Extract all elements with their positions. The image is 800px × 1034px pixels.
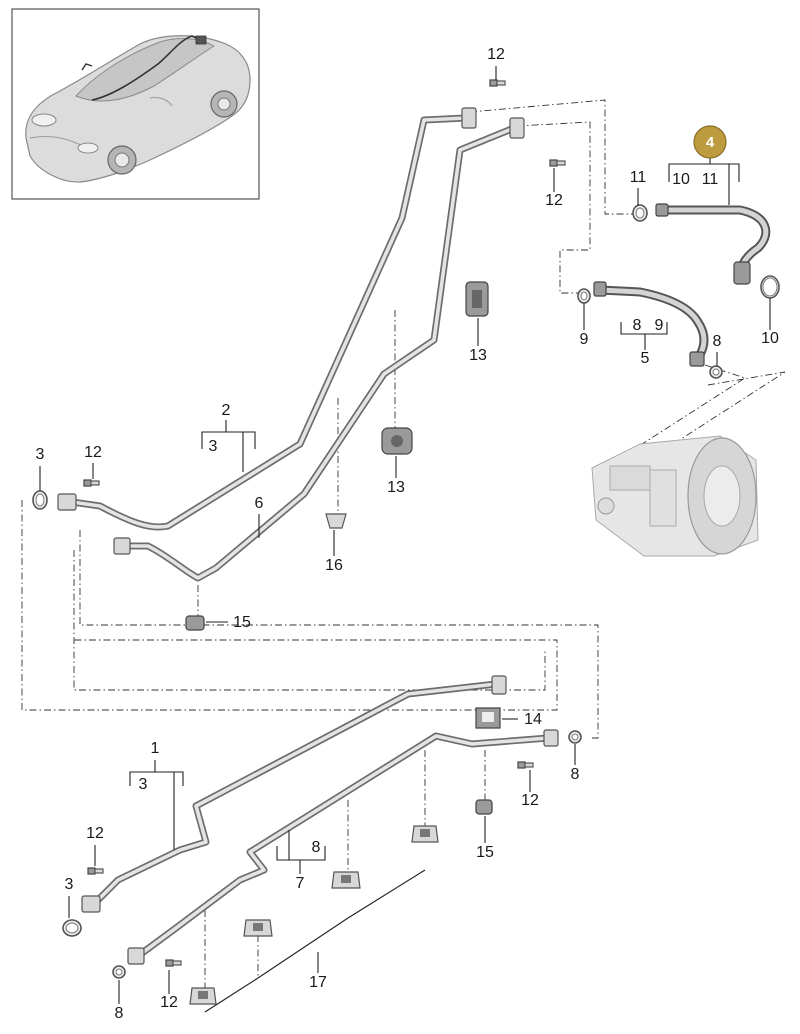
callout-c8e[interactable]: 8 [115,1005,124,1022]
callout-c12e[interactable]: 12 [86,825,104,842]
hose-4 [655,203,771,285]
part-4-badge[interactable]: 4 [693,125,727,159]
callout-c5[interactable]: 5 [641,350,650,367]
callout-c3b[interactable]: 3 [36,446,45,463]
callout-c15a[interactable]: 15 [233,614,251,631]
ring-8b [568,730,582,744]
callout-c8a[interactable]: 8 [633,317,642,334]
callout-c8d[interactable]: 8 [312,839,321,856]
callout-c11[interactable]: 11 [630,169,647,186]
pipe-6 [113,117,525,582]
part-15a [185,615,205,631]
part-15b [475,799,493,815]
callout-c14[interactable]: 14 [524,711,542,728]
callout-c12b[interactable]: 12 [545,192,563,209]
part-14 [475,707,501,729]
vehicle-inset [11,8,260,200]
part-16 [325,513,347,529]
callout-c10b[interactable]: 10 [761,330,779,347]
callout-c12d[interactable]: 12 [521,792,539,809]
ring-9 [577,288,591,304]
callout-c8c[interactable]: 8 [571,766,580,783]
callout-c12f[interactable]: 12 [160,994,178,1011]
callout-c9[interactable]: 9 [580,331,589,348]
dash-leaders [21,99,786,990]
callout-c3c[interactable]: 3 [139,776,148,793]
callout-c3a[interactable]: 3 [209,438,218,455]
ring-3b [62,919,82,937]
callout-c15b[interactable]: 15 [476,844,494,861]
callout-c13a[interactable]: 13 [469,347,487,364]
clamp-17c [243,919,273,937]
part-13a [465,281,489,317]
callout-c13b[interactable]: 13 [387,479,405,496]
bolt-12b [549,159,566,167]
ring-8a [709,365,723,379]
clamp-17a [411,825,439,843]
pipe-1 [81,675,507,913]
bolt-12f [165,959,182,967]
compressor [591,435,759,557]
clamp-17b [331,871,361,889]
callout-c11b[interactable]: 11 [702,171,719,188]
bolt-12a [489,79,506,87]
clamp-17d [189,987,217,1005]
ring-11 [632,204,648,222]
badge-label: 4 [706,134,715,151]
callout-c10[interactable]: 10 [672,171,690,188]
bolt-12c [83,479,100,487]
hose-5 [593,281,709,367]
ring-10 [760,275,780,299]
callout-c12a[interactable]: 12 [487,46,505,63]
pipe-7 [127,729,559,965]
callout-c9b[interactable]: 9 [655,317,664,334]
pipe-2 [57,107,477,531]
callout-c3d[interactable]: 3 [65,876,74,893]
callout-c17[interactable]: 17 [309,974,327,991]
callout-c16[interactable]: 16 [325,557,343,574]
part-13b [381,427,413,455]
label-leaders [39,66,771,1013]
bolt-12e [87,867,104,875]
callout-c7[interactable]: 7 [296,875,305,892]
callout-c12c[interactable]: 12 [84,444,102,461]
car-illustration [25,35,251,183]
bolt-12d [517,761,534,769]
callout-c2[interactable]: 2 [222,402,231,419]
ring-8c [112,965,126,979]
callout-c8b[interactable]: 8 [713,333,722,350]
ring-3a [32,490,48,510]
callout-c1[interactable]: 1 [151,740,160,757]
callout-c6[interactable]: 6 [255,495,264,512]
